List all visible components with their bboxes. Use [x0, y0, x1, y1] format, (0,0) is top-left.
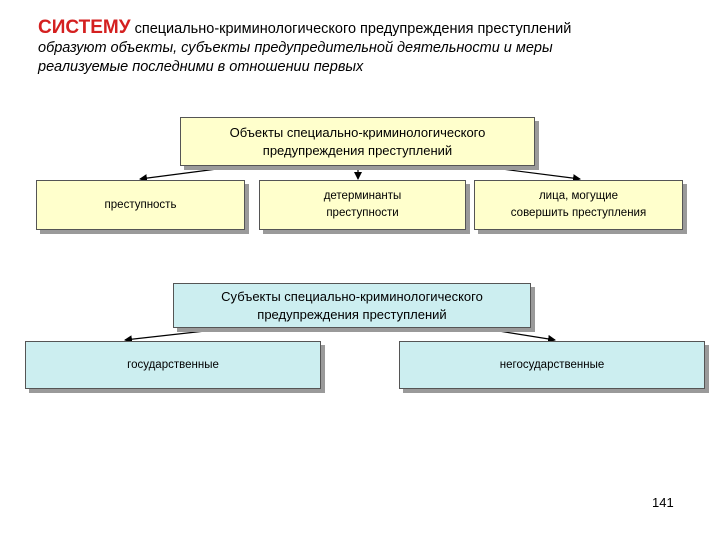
slide-title: СИСТЕМУ специально-криминологического пр… [38, 18, 698, 77]
title-line-2: образуют объекты, субъекты предупредител… [38, 40, 553, 56]
object-box-crime: преступность [36, 180, 245, 230]
object-box-determinants: детерминанты преступности [259, 180, 466, 230]
arrow-to-state [124, 327, 233, 344]
objects-head-box: Объекты специально-криминологического пр… [180, 117, 535, 166]
page-number: 141 [652, 495, 674, 510]
subjects-head-line-2: предупреждения преступлений [257, 306, 447, 322]
title-line-1-rest: специально-криминологического предупрежд… [130, 21, 572, 37]
title-line-1: СИСТЕМУ специально-криминологического пр… [38, 18, 698, 39]
title-line-3: реализуемые последними в отношении первы… [38, 59, 364, 75]
arrow-to-persons [477, 165, 581, 183]
objects-head-line-2: предупреждения преступлений [262, 142, 453, 158]
object-box-persons: лица, могущие совершить преступления [474, 180, 683, 230]
object-label-determinants-1: детерминанты [323, 190, 402, 202]
arrow-to-crime [139, 165, 241, 183]
object-label-persons-2: совершить преступления [510, 207, 647, 219]
arrow-to-nonstate [479, 327, 556, 343]
objects-head-line-1: Объекты специально-криминологического [229, 124, 486, 140]
subject-label-nonstate: негосударственные [499, 358, 605, 371]
subject-label-state: государственные [127, 358, 219, 371]
object-label-crime: преступность [104, 198, 177, 211]
subject-box-state: государственные [25, 341, 321, 389]
object-label-persons-1: лица, могущие [538, 190, 619, 202]
object-label-determinants-2: преступности [326, 207, 399, 219]
subject-box-nonstate: негосударственные [399, 341, 705, 389]
title-accent-word: СИСТЕМУ [38, 17, 131, 38]
subjects-head-box: Субъекты специально-криминологического п… [173, 283, 531, 328]
subjects-head-line-1: Субъекты специально-криминологического [221, 288, 483, 304]
